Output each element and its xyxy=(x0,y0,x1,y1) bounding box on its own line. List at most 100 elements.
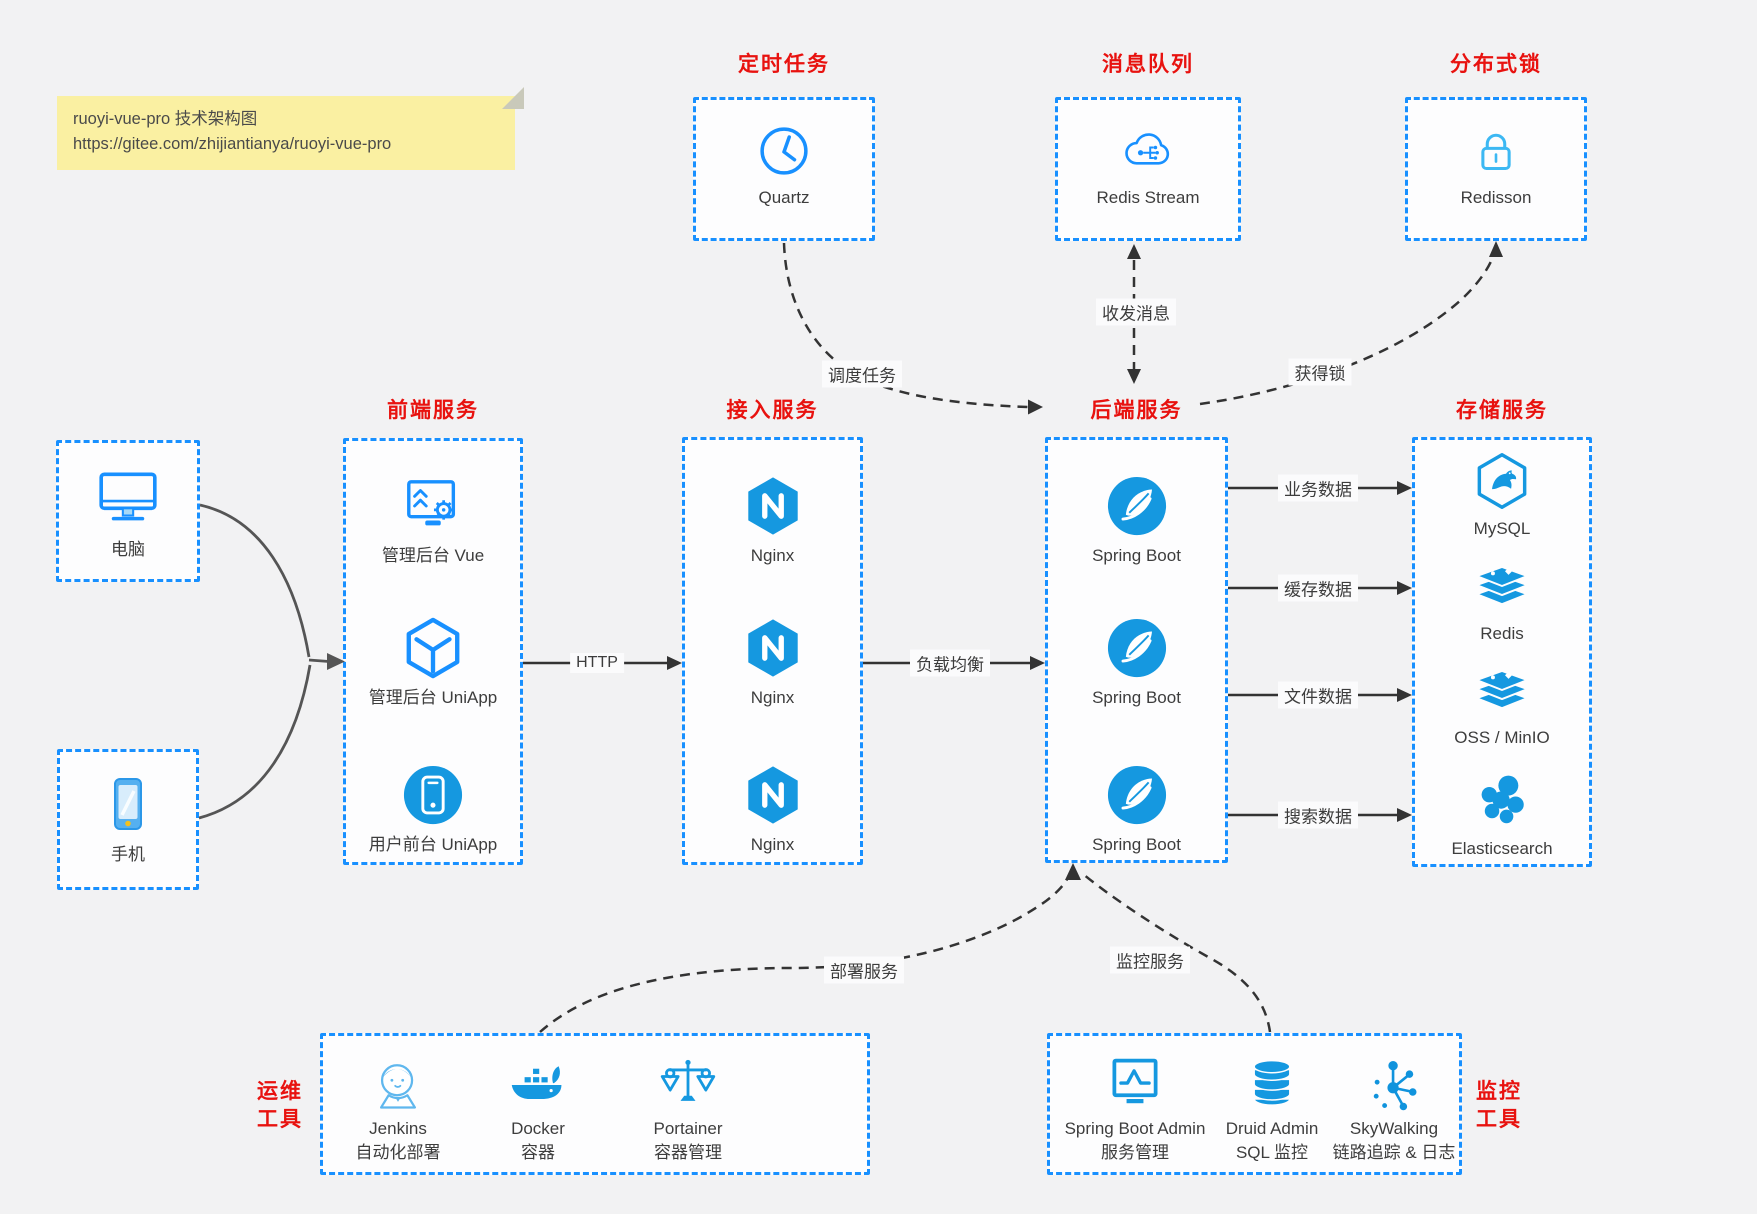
node-label: Quartz xyxy=(758,188,810,207)
node-spring-boot-1: Spring Boot xyxy=(1048,475,1225,567)
node-label: Jenkins xyxy=(369,1119,427,1138)
nginx-icon xyxy=(742,764,804,826)
node-portainer: Portainer 容器管理 xyxy=(613,1054,763,1164)
node-label: Docker xyxy=(511,1119,565,1138)
edge-label-schedule: 调度任务 xyxy=(822,360,902,388)
note-title: ruoyi-vue-pro 技术架构图 xyxy=(73,110,258,128)
node-label: Nginx xyxy=(750,546,795,565)
node-label: Spring Boot xyxy=(1092,688,1181,707)
title-distributed-lock: 分布式锁 xyxy=(1450,53,1542,76)
node-admin-vue: 管理后台 Vue xyxy=(346,475,520,567)
note-fold-corner xyxy=(502,87,524,109)
computer-icon xyxy=(95,465,161,531)
node-skywalking: SkyWalking 链路追踪 & 日志 xyxy=(1314,1054,1474,1164)
node-redisson: Redisson xyxy=(1405,97,1587,241)
nginx-icon xyxy=(742,475,804,537)
title-ops-line1: 运维 xyxy=(257,1080,303,1103)
nginx-icon xyxy=(742,617,804,679)
node-redis-stream: Redis Stream xyxy=(1055,97,1241,241)
node-label: MySQL xyxy=(1473,519,1531,538)
node-docker: Docker 容器 xyxy=(463,1054,613,1164)
node-label: OSS / MinIO xyxy=(1454,728,1550,747)
node-sublabel: 容器管理 xyxy=(654,1143,722,1162)
node-user-uniapp: 用户前台 UniApp xyxy=(346,764,520,856)
title-backend-services: 后端服务 xyxy=(1090,399,1183,422)
edge-deploy-services xyxy=(539,873,1072,1033)
spring-boot-icon xyxy=(1106,475,1168,537)
node-label: 管理后台 Vue xyxy=(381,546,485,565)
node-sublabel: SQL 监控 xyxy=(1235,1143,1309,1162)
node-label: Spring Boot Admin xyxy=(1064,1119,1206,1138)
user-app-icon xyxy=(402,764,464,826)
node-label: 用户前台 UniApp xyxy=(368,835,498,854)
spring-boot-icon xyxy=(1106,617,1168,679)
node-sublabel: 服务管理 xyxy=(1101,1143,1169,1162)
edge-label-deploy: 部署服务 xyxy=(824,956,904,984)
docker-icon xyxy=(508,1054,568,1114)
spring-boot-icon xyxy=(1106,764,1168,826)
edge-schedule-tasks xyxy=(782,242,1029,409)
node-label: Redis xyxy=(1480,624,1524,643)
mysql-icon xyxy=(1473,452,1531,510)
title-gateway-services: 接入服务 xyxy=(726,399,819,422)
node-label: Nginx xyxy=(750,688,795,707)
edge-label-cache-data: 缓存数据 xyxy=(1278,574,1358,602)
node-label: Nginx xyxy=(750,835,795,854)
edge-label-search-data: 搜索数据 xyxy=(1278,801,1358,829)
node-nginx-3: Nginx xyxy=(685,764,860,856)
node-label: 管理后台 UniApp xyxy=(368,688,498,707)
group-backend-services: Spring Boot Spring Boot Spring Boot xyxy=(1045,437,1228,863)
title-monitor-line1: 监控 xyxy=(1476,1080,1522,1103)
node-spring-boot-admin: Spring Boot Admin 服务管理 xyxy=(1050,1054,1220,1164)
node-label: Redis Stream xyxy=(1096,188,1200,207)
group-monitor-tools: Spring Boot Admin 服务管理 Druid Admin SQL 监… xyxy=(1047,1033,1462,1175)
node-redis: Redis xyxy=(1415,557,1589,645)
node-label: SkyWalking xyxy=(1349,1119,1439,1138)
edge-label-http: HTTP xyxy=(570,653,624,673)
node-label: Redisson xyxy=(1460,188,1532,207)
client-connectors xyxy=(198,503,330,820)
edge-mobile-to-frontend xyxy=(198,664,312,820)
node-mobile-client: 手机 xyxy=(57,749,199,890)
group-storage-services: MySQL Redis OSS / MinIO Elasticsearch xyxy=(1412,437,1592,867)
title-ops-line2: 工具 xyxy=(257,1108,303,1131)
node-nginx-2: Nginx xyxy=(685,617,860,709)
druid-icon xyxy=(1242,1054,1302,1114)
node-label: Spring Boot xyxy=(1092,835,1181,854)
node-label: 手机 xyxy=(111,845,145,864)
node-jenkins: Jenkins 自动化部署 xyxy=(323,1054,473,1164)
node-admin-uniapp: 管理后台 UniApp xyxy=(346,617,520,709)
group-frontend-services: 管理后台 Vue 管理后台 UniApp 用户前台 UniApp xyxy=(343,438,523,865)
edge-label-file-data: 文件数据 xyxy=(1278,681,1358,709)
spring-boot-admin-icon xyxy=(1105,1054,1165,1114)
node-label: 电脑 xyxy=(111,540,145,559)
jenkins-icon xyxy=(368,1054,428,1114)
node-pc-client: 电脑 xyxy=(56,440,200,582)
title-monitor-line2: 工具 xyxy=(1476,1108,1522,1131)
portainer-icon xyxy=(658,1054,718,1114)
edge-label-business-data: 业务数据 xyxy=(1278,474,1358,502)
smartphone-icon xyxy=(96,772,160,836)
title-message-queue: 消息队列 xyxy=(1102,53,1194,76)
uniapp-cube-icon xyxy=(402,617,464,679)
node-nginx-1: Nginx xyxy=(685,475,860,567)
redis-icon xyxy=(1473,661,1531,719)
sticky-note: ruoyi-vue-pro 技术架构图 https://gitee.com/zh… xyxy=(57,87,524,170)
cloud-stream-icon xyxy=(1120,123,1176,179)
skywalking-icon xyxy=(1364,1054,1424,1114)
group-gateway-services: Nginx Nginx Nginx xyxy=(682,437,863,865)
node-oss-minio: OSS / MinIO xyxy=(1415,661,1589,749)
edge-pc-to-frontend xyxy=(199,503,311,658)
edge-label-monitor: 监控服务 xyxy=(1110,946,1190,974)
clock-icon xyxy=(756,123,812,179)
node-sublabel: 容器 xyxy=(521,1143,555,1162)
node-spring-boot-2: Spring Boot xyxy=(1048,617,1225,709)
node-label: Spring Boot xyxy=(1092,546,1181,565)
node-label: Elasticsearch xyxy=(1451,839,1553,858)
node-label: Druid Admin xyxy=(1225,1119,1319,1138)
node-sublabel: 自动化部署 xyxy=(355,1143,441,1162)
node-spring-boot-3: Spring Boot xyxy=(1048,764,1225,856)
group-ops-tools: Jenkins 自动化部署 Docker 容器 Portainer 容器管理 xyxy=(320,1033,870,1175)
node-sublabel: 链路追踪 & 日志 xyxy=(1332,1143,1456,1162)
